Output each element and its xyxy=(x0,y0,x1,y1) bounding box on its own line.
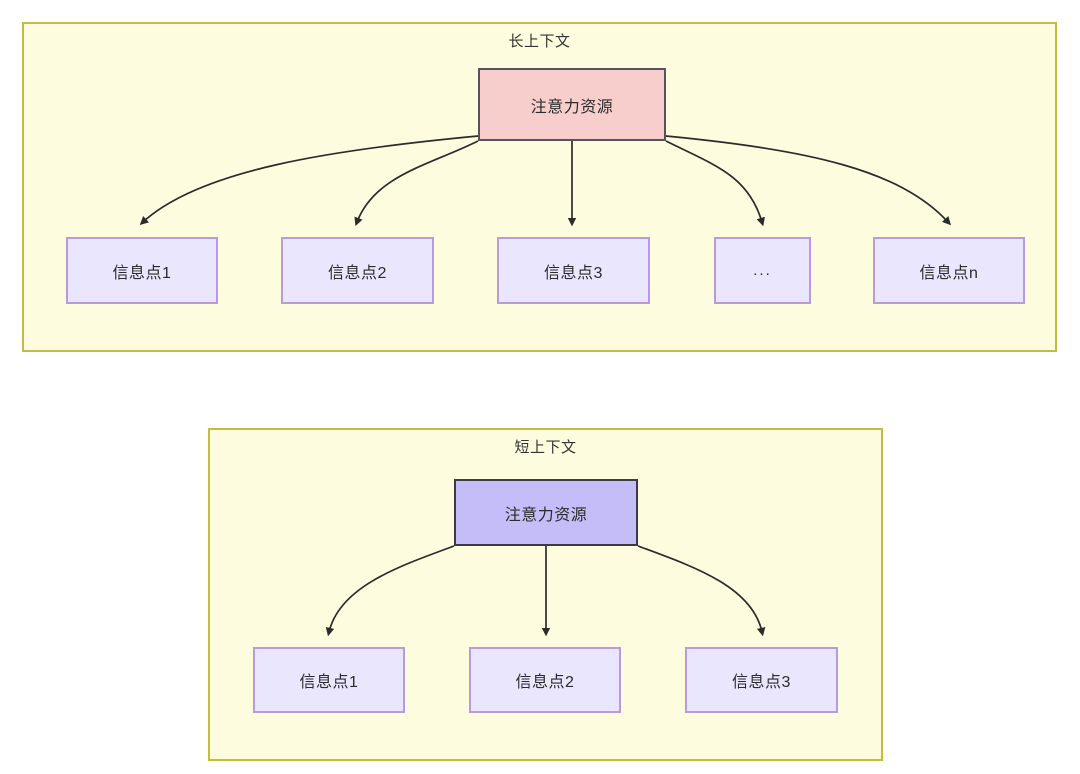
group-short-context-title: 短上下文 xyxy=(514,439,577,456)
node-info-point-ellipsis-long[interactable]: ... xyxy=(714,237,811,304)
node-attention-resource-short[interactable]: 注意力资源 xyxy=(454,479,638,546)
node-info-point-2-long[interactable]: 信息点2 xyxy=(281,237,434,304)
node-info-point-2-short[interactable]: 信息点2 xyxy=(469,647,621,713)
node-info-point-3-short[interactable]: 信息点3 xyxy=(685,647,838,713)
group-long-context-title: 长上下文 xyxy=(508,33,571,50)
node-attention-resource-long[interactable]: 注意力资源 xyxy=(478,68,666,141)
node-info-point-1-long[interactable]: 信息点1 xyxy=(66,237,218,304)
node-info-point-3-long[interactable]: 信息点3 xyxy=(497,237,650,304)
node-info-point-n-long[interactable]: 信息点n xyxy=(873,237,1025,304)
node-info-point-1-short[interactable]: 信息点1 xyxy=(253,647,405,713)
